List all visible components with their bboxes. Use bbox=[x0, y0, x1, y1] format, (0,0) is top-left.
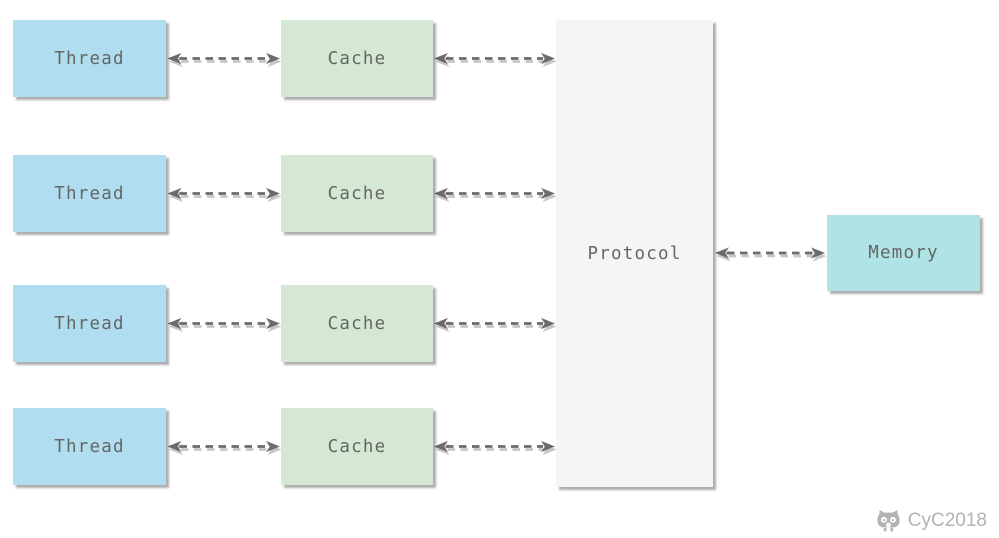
watermark: CyC2018 bbox=[875, 509, 987, 532]
node-protocol: Protocol bbox=[556, 20, 713, 487]
node-cache-1: Cache bbox=[281, 20, 433, 97]
node-memory: Memory bbox=[827, 215, 980, 291]
node-cache-2: Cache bbox=[281, 155, 433, 232]
arrow-cache-protocol-1 bbox=[434, 52, 557, 68]
arrow-cache-protocol-3 bbox=[434, 317, 557, 333]
arrow-thread-cache-4 bbox=[167, 440, 282, 456]
cat-logo-icon bbox=[877, 510, 900, 532]
arrow-cache-protocol-2 bbox=[434, 187, 557, 203]
watermark-text: CyC2018 bbox=[907, 509, 987, 531]
arrow-thread-cache-3 bbox=[167, 317, 282, 333]
node-thread-3: Thread bbox=[13, 285, 166, 362]
arrow-thread-cache-2 bbox=[167, 187, 282, 203]
node-cache-3: Cache bbox=[281, 285, 433, 362]
node-thread-4: Thread bbox=[13, 408, 166, 485]
arrow-cache-protocol-4 bbox=[434, 440, 557, 456]
node-cache-4: Cache bbox=[281, 408, 433, 485]
arrow-protocol-memory bbox=[715, 247, 827, 262]
arrow-thread-cache-1 bbox=[167, 52, 282, 68]
node-thread-1: Thread bbox=[13, 20, 166, 97]
node-thread-2: Thread bbox=[13, 155, 166, 232]
